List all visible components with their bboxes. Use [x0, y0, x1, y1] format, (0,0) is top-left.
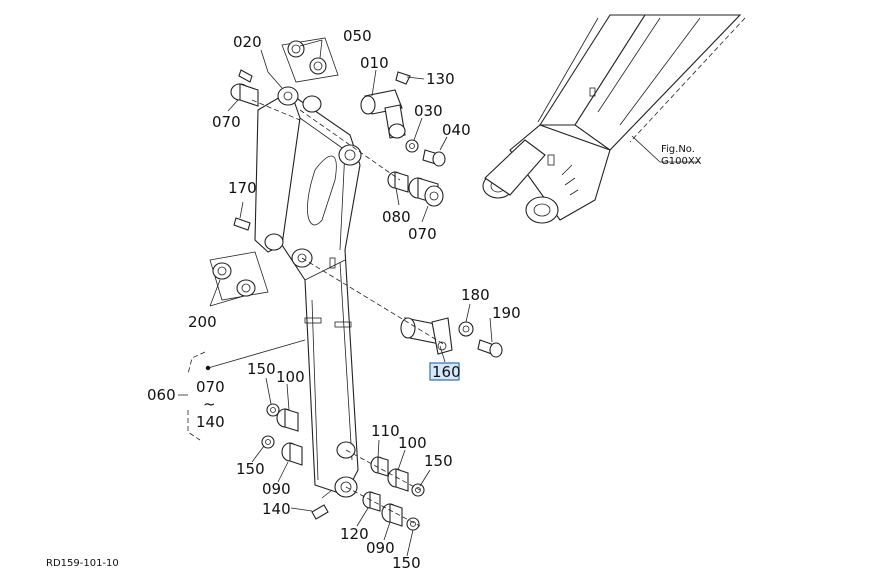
callout-130: 130: [426, 70, 455, 88]
callout-030: 030: [414, 102, 443, 120]
callout-150-a: 150: [247, 360, 276, 378]
callout-160[interactable]: 160: [432, 363, 461, 381]
callout-100-b: 100: [398, 434, 427, 452]
callout-150-d: 150: [392, 554, 421, 572]
callout-070-range-start: 070: [196, 378, 225, 396]
callout-120: 120: [340, 525, 369, 543]
boom-drawing: [482, 14, 746, 224]
callout-190: 190: [492, 304, 521, 322]
callout-150-b: 150: [236, 460, 265, 478]
arm-drawing: [254, 86, 362, 498]
callout-050: 050: [343, 27, 372, 45]
shim-group-200: [209, 251, 269, 301]
fig-ref-code: G100XX: [661, 156, 702, 167]
callout-100-a: 100: [276, 368, 305, 386]
callout-080: 080: [382, 208, 411, 226]
range-tilde: ~: [203, 395, 216, 413]
callout-170: 170: [228, 179, 257, 197]
callout-labels: 020 050 010 130 070 030 040 170 080 070 …: [147, 27, 521, 572]
washer-group-050: [281, 37, 339, 83]
callout-140-bottom: 140: [262, 500, 291, 518]
callout-040: 040: [442, 121, 471, 139]
callout-110: 110: [371, 422, 400, 440]
callout-090-b: 090: [366, 539, 395, 557]
callout-090-a: 090: [262, 480, 291, 498]
callout-060: 060: [147, 386, 176, 404]
fig-no-label: Fig.No.: [661, 144, 695, 155]
callout-140-range-end: 140: [196, 413, 225, 431]
drawing-code: RD159-101-10: [46, 558, 119, 569]
callout-200: 200: [188, 313, 217, 331]
callout-010: 010: [360, 54, 389, 72]
callout-160-highlighted[interactable]: 160: [429, 362, 461, 381]
callout-070-mid: 070: [408, 225, 437, 243]
callout-020: 020: [233, 33, 262, 51]
leader-lines: [178, 39, 493, 557]
fig-leader-line: [631, 135, 700, 163]
callout-070-top: 070: [212, 113, 241, 131]
callout-180: 180: [461, 286, 490, 304]
callout-150-c: 150: [424, 452, 453, 470]
